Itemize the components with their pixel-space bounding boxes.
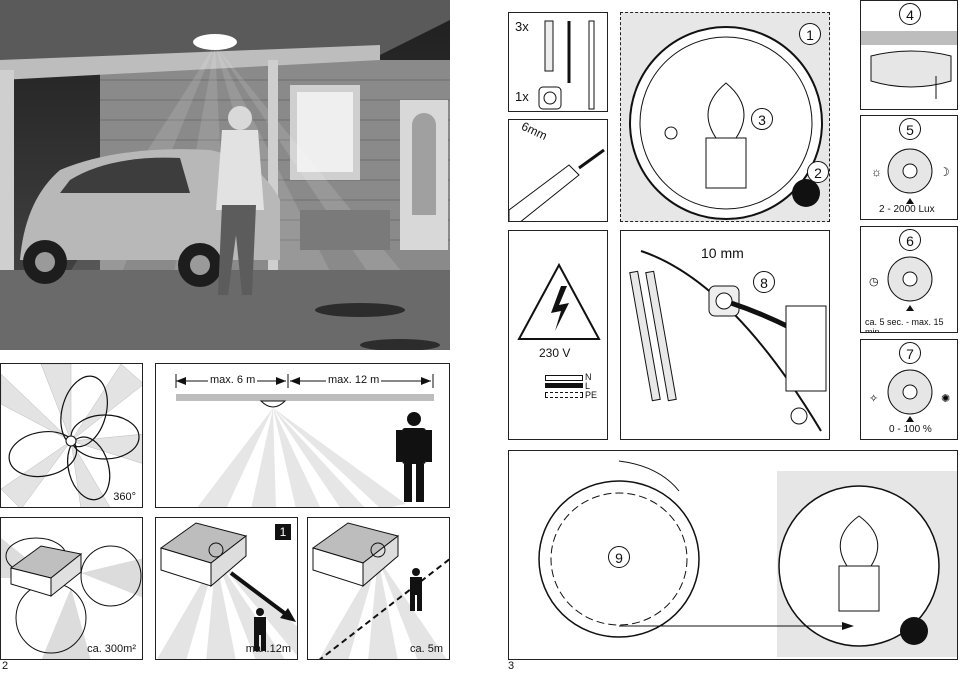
- coverage-top-view-panel: 360°: [0, 363, 143, 508]
- warning-panel: 230 V N L PE: [508, 230, 608, 440]
- dim-label: 0 - 100 %: [889, 424, 932, 435]
- page-number-right: 3: [508, 660, 515, 672]
- seal-count: 1x: [515, 89, 529, 104]
- dim-dial: ✧ ✺: [869, 369, 950, 422]
- step-1-badge: 1: [799, 23, 821, 45]
- step-9-badge: 9: [608, 546, 630, 568]
- cover-drawing: [538, 460, 957, 657]
- page-number-left: 2: [2, 660, 9, 672]
- step-7-badge: 7: [899, 342, 921, 364]
- front-approach-drawing: [157, 522, 297, 659]
- step-7-panel: 7 ✧ ✺ 0 - 100 %: [860, 339, 958, 440]
- step-6-panel: 6 ◷ ca. 5 sec. - max. 15 min.: [860, 226, 958, 333]
- carport-illustration: [0, 0, 450, 350]
- sensor-cover-drawing: [861, 31, 957, 99]
- kit-panel: 3x 1x: [508, 12, 608, 112]
- distance-side-label: ca. 5m: [409, 643, 443, 655]
- marker-badge: 1: [275, 524, 291, 540]
- area-label: ca. 300m²: [87, 643, 136, 655]
- time-dial: ◷: [869, 256, 933, 311]
- wire-l-label: L: [585, 381, 591, 391]
- warning-triangle: [517, 262, 601, 340]
- gap-label: 10 mm: [701, 245, 744, 261]
- zone-max6-label: max. 6 m: [208, 374, 258, 386]
- wiring-drawing: [629, 250, 827, 432]
- side-view-drawing: [175, 374, 434, 507]
- carport-photo: [0, 0, 450, 350]
- step-6-badge: 6: [899, 229, 921, 251]
- lux-label: 2 - 2000 Lux: [879, 204, 935, 215]
- mounting-base-panel: 1 3 2: [620, 12, 830, 222]
- sun-icon: ☼: [871, 165, 882, 179]
- side-approach-panel: ca. 5m: [307, 517, 450, 660]
- mounting-base-drawing: [629, 26, 823, 220]
- wire-n-label: N: [585, 372, 592, 382]
- kit-parts-drawing: [538, 20, 595, 110]
- drill-drawing: [509, 148, 605, 221]
- wire-l: [545, 383, 583, 388]
- moon-icon: ☽: [939, 165, 950, 179]
- step-8-badge: 8: [753, 271, 775, 293]
- voltage-label: 230 V: [539, 346, 571, 360]
- step-2-badge: 2: [807, 161, 829, 183]
- clock-icon: ◷: [869, 276, 879, 288]
- bulb-dim-icon: ✧: [869, 393, 878, 405]
- range-360-label: 360°: [113, 491, 136, 503]
- step-5-badge: 5: [899, 118, 921, 140]
- plugs-count: 3x: [515, 19, 529, 34]
- step-4-badge: 4: [899, 3, 921, 25]
- bulb-bright-icon: ✺: [941, 393, 950, 405]
- house-coverage-drawing: [1, 537, 142, 659]
- wire-pe: [545, 392, 583, 398]
- cover-panel: 9: [508, 450, 958, 660]
- front-approach-panel: 1 max.12m: [155, 517, 298, 660]
- time-label: ca. 5 sec. - max. 15 min.: [865, 317, 944, 333]
- step-5-panel: 5 ☼ ☽ 2 - 2000 Lux: [860, 115, 958, 220]
- wire-pe-label: PE: [585, 390, 598, 400]
- wiring-panel: 10 mm 8: [620, 230, 830, 440]
- lux-dial: ☼ ☽: [871, 148, 950, 204]
- coverage-side-view-panel: max. 6 m max. 12 m: [155, 363, 450, 508]
- distance-front-label: max.12m: [245, 643, 291, 655]
- step-3-badge: 3: [751, 108, 773, 130]
- zone-max12-label: max. 12 m: [326, 374, 382, 386]
- wire-n: [545, 375, 583, 381]
- side-approach-drawing: [311, 522, 449, 659]
- coverage-cloverleaf: [1, 364, 142, 507]
- drill-panel: 6mm: [508, 119, 608, 222]
- coverage-area-panel: ca. 300m²: [0, 517, 143, 660]
- step-4-panel: 4: [860, 0, 958, 110]
